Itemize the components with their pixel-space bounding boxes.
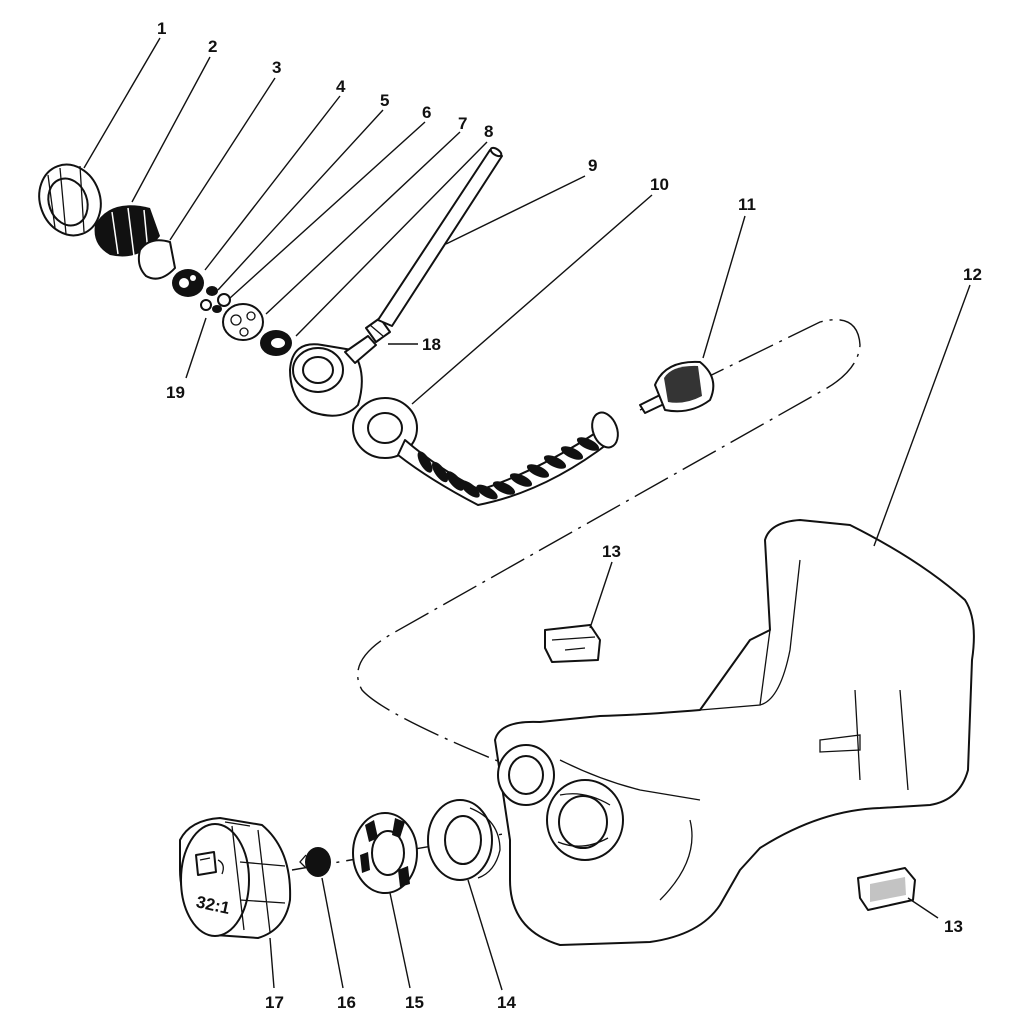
part-19-spring-ball <box>200 299 222 313</box>
callout-16: 16 <box>337 993 356 1012</box>
part-5-spring <box>206 286 218 296</box>
part-16-vent-valve <box>299 847 331 877</box>
pump-housing <box>289 335 377 417</box>
callout-13-lower: 13 <box>944 917 963 936</box>
callout-15: 15 <box>405 993 424 1012</box>
part-10-grommet-hose <box>352 397 619 506</box>
part-11-fuel-filter <box>639 360 715 414</box>
callout-19: 19 <box>166 383 185 402</box>
part-4-gasket <box>172 269 204 297</box>
part-18-fitting <box>365 317 391 343</box>
part-13-clip-upper <box>544 624 601 663</box>
assembly-path-line <box>357 318 861 771</box>
callout-10: 10 <box>650 175 669 194</box>
part-1-retainer-ring <box>38 163 102 237</box>
leader-lines <box>83 37 971 991</box>
callout-11: 11 <box>738 195 756 214</box>
callout-9: 9 <box>588 156 597 175</box>
part-6-check-ball <box>217 293 231 307</box>
callout-7: 7 <box>458 114 467 133</box>
part-12-fuel-tank <box>494 519 975 946</box>
part-15-filter-screen <box>352 812 418 894</box>
callout-2: 2 <box>208 37 217 56</box>
part-8-gasket <box>260 330 292 356</box>
part-7-valve-body <box>222 303 264 341</box>
part-3-plug <box>137 239 176 280</box>
callout-14: 14 <box>497 993 516 1012</box>
callout-3: 3 <box>272 58 281 77</box>
part-9-fuel-tube <box>377 146 503 327</box>
callout-6: 6 <box>422 103 431 122</box>
callout-13-upper: 13 <box>602 542 621 561</box>
callout-4: 4 <box>336 77 346 96</box>
callout-18: 18 <box>422 335 441 354</box>
callout-12: 12 <box>963 265 982 284</box>
callout-1: 1 <box>157 19 166 38</box>
part-17-fuel-cap: 32:1 <box>179 817 292 939</box>
callout-8: 8 <box>484 122 493 141</box>
fuel-pump-symbol <box>195 851 224 876</box>
part-13-clip-lower <box>857 867 916 911</box>
part-14-tank-grommet <box>427 799 501 881</box>
callout-17: 17 <box>265 993 284 1012</box>
callout-5: 5 <box>380 91 389 110</box>
